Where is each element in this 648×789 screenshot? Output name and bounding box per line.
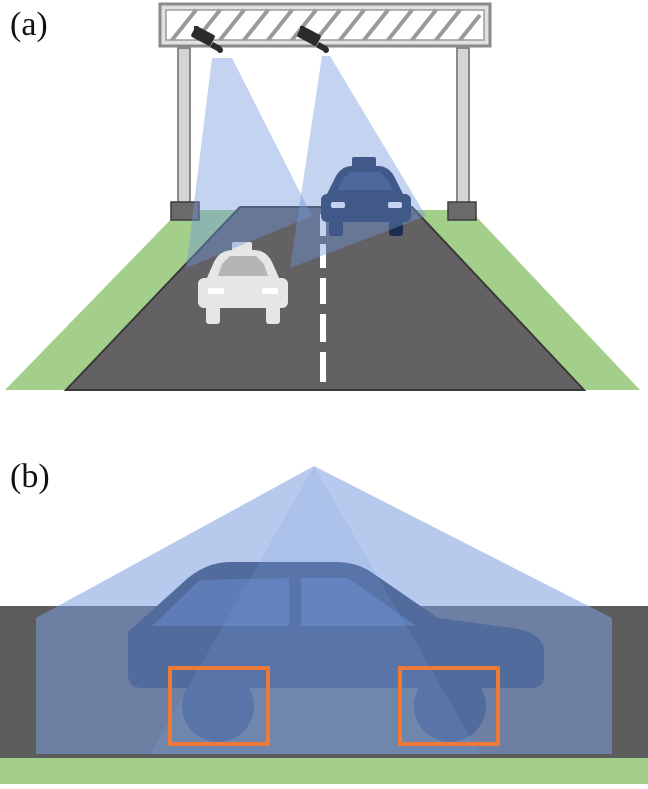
panel-b-diagram [0, 466, 648, 784]
gantry-structure [158, 2, 492, 221]
camera-beam-right [290, 56, 426, 268]
wheel-box-front [168, 666, 270, 746]
grass-left [5, 210, 240, 390]
taxi-light [198, 242, 288, 324]
lane-marking [320, 214, 326, 382]
taxi-dark [321, 157, 411, 236]
camera-beam-left [186, 58, 312, 268]
panel-label-b: (b) [10, 458, 50, 495]
grass-right [412, 210, 640, 390]
grass-strip [0, 758, 648, 784]
panel-a-diagram [5, 2, 640, 391]
security-camera-icon [191, 26, 223, 53]
wheel-box-rear [398, 666, 500, 746]
security-camera-icon [297, 26, 329, 53]
scanner-beam-inner [150, 466, 480, 754]
panel-label-a: (a) [10, 6, 48, 43]
scanner-beam [36, 466, 612, 754]
